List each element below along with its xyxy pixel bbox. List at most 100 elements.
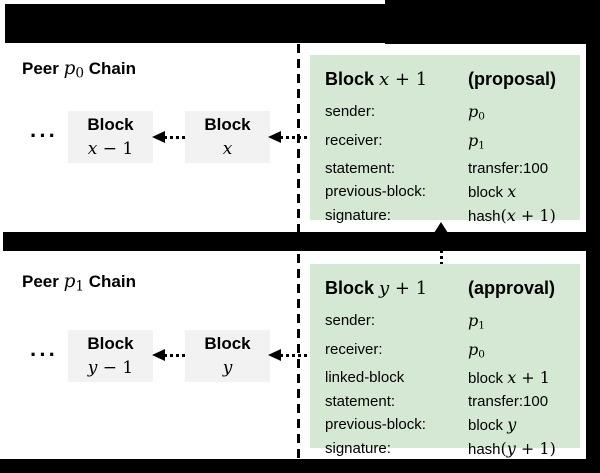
field-row: signature:hash(y + 1) bbox=[325, 437, 574, 461]
field-value: block x + 1 bbox=[468, 366, 574, 390]
field-value: transfer:100 bbox=[468, 390, 574, 413]
field-value: block y bbox=[468, 413, 574, 437]
text-segment: ( bbox=[500, 439, 507, 459]
text-segment: hash bbox=[468, 441, 501, 459]
text-segment: Block bbox=[325, 278, 380, 298]
chain-title-p1: Peer p1 Chain bbox=[22, 271, 136, 297]
top-right-black-patch bbox=[385, 0, 600, 44]
card-header: Block y + 1 (approval) bbox=[325, 277, 574, 300]
card-tag: (approval) bbox=[468, 278, 556, 298]
block-y-minus-1: Block y − 1 bbox=[68, 330, 153, 382]
block-label: Block bbox=[87, 115, 134, 134]
field-value: transfer:100 bbox=[468, 157, 574, 180]
text-segment: + 1 bbox=[389, 278, 428, 299]
field-label: sender: bbox=[325, 312, 376, 329]
chain-ellipsis: ··· bbox=[30, 342, 58, 367]
text-segment: p bbox=[63, 271, 76, 292]
field-value: hash(y + 1) bbox=[468, 437, 574, 461]
field-label: signature: bbox=[325, 207, 391, 225]
text-segment: Chain bbox=[84, 272, 136, 291]
field-row: statement: transfer:100 bbox=[325, 390, 574, 413]
text-segment: y bbox=[379, 278, 390, 299]
right-black-strip bbox=[586, 0, 600, 473]
field-row: linked-block block x + 1 bbox=[325, 366, 574, 390]
block-index: y bbox=[185, 356, 270, 380]
field-value: p0 bbox=[468, 338, 574, 367]
linked-block-arrow-up-icon bbox=[434, 222, 448, 233]
prev-link-arrow-icon bbox=[152, 131, 165, 143]
text-segment: y bbox=[507, 415, 517, 435]
middle-black-bar bbox=[3, 232, 600, 251]
prev-link-dotted-line bbox=[164, 354, 185, 357]
block-x: Block x bbox=[185, 111, 270, 163]
field-label: sender: bbox=[325, 103, 376, 120]
prev-link-dotted-line bbox=[280, 136, 308, 139]
field-row: statement: transfer:100 bbox=[325, 157, 574, 180]
text-segment: 1 bbox=[75, 278, 85, 295]
field-value: p1 bbox=[468, 129, 574, 158]
field-value: p0 bbox=[468, 100, 574, 129]
prev-link-dotted-line bbox=[164, 136, 185, 139]
text-segment: transfer:100 bbox=[468, 393, 549, 411]
text-segment: y bbox=[506, 439, 516, 459]
dashed-divider-line bbox=[297, 44, 300, 458]
field-label: receiver: bbox=[325, 131, 383, 149]
field-value: p1 bbox=[468, 309, 574, 338]
field-row: signature: hash(x + 1) bbox=[325, 204, 574, 228]
text-segment: p bbox=[468, 339, 479, 359]
text-segment: 1 bbox=[478, 319, 485, 332]
block-index: x − 1 bbox=[68, 137, 153, 161]
text-segment: p bbox=[468, 130, 479, 150]
bottom-black-bar bbox=[0, 459, 600, 473]
block-label: Block bbox=[204, 334, 251, 353]
text-segment: x bbox=[506, 206, 516, 226]
field-label: statement: bbox=[325, 160, 396, 178]
text-segment: + 1) bbox=[515, 206, 556, 226]
text-segment: block bbox=[468, 184, 508, 202]
text-segment: x bbox=[379, 69, 390, 90]
field-label: previous-block: bbox=[325, 183, 426, 201]
text-segment: x bbox=[507, 368, 517, 388]
text-segment: + 1 bbox=[389, 69, 428, 90]
text-segment: hash bbox=[468, 208, 501, 226]
text-segment: Peer bbox=[22, 272, 64, 291]
prev-link-dotted-line bbox=[280, 354, 308, 357]
text-segment: Peer bbox=[22, 59, 64, 78]
chain-ellipsis: ··· bbox=[30, 123, 58, 148]
field-value: hash(x + 1) bbox=[468, 204, 574, 228]
field-row: receiver:p0 bbox=[325, 338, 574, 367]
block-y: Block y bbox=[185, 330, 270, 382]
block-label: Block bbox=[87, 334, 134, 353]
block-index: x bbox=[185, 137, 270, 161]
prev-link-arrow-icon bbox=[268, 349, 281, 361]
card-header: Block x + 1 (proposal) bbox=[325, 68, 574, 91]
text-segment: block bbox=[468, 370, 508, 388]
prev-link-arrow-icon bbox=[268, 131, 281, 143]
text-segment: 0 bbox=[75, 65, 85, 82]
card-title: Block y + 1 bbox=[325, 277, 468, 300]
field-row: sender: p1 bbox=[325, 309, 574, 338]
field-row: sender: p0 bbox=[325, 100, 574, 129]
text-segment: x bbox=[507, 182, 517, 202]
text-segment: 0 bbox=[478, 348, 485, 361]
text-segment: y bbox=[222, 358, 233, 378]
text-segment: 0 bbox=[478, 110, 485, 123]
block-x-minus-1: Block x − 1 bbox=[68, 111, 153, 163]
prev-link-arrow-icon bbox=[152, 349, 165, 361]
text-segment: p bbox=[63, 58, 76, 79]
text-segment: x bbox=[222, 139, 233, 159]
field-row: receiver: p1 bbox=[325, 129, 574, 158]
field-label: linked-block bbox=[325, 369, 405, 387]
card-tag: (proposal) bbox=[468, 69, 556, 89]
text-segment: Block bbox=[325, 69, 380, 89]
text-segment: transfer:100 bbox=[468, 160, 549, 178]
field-label: statement: bbox=[325, 393, 396, 411]
field-row: previous-block:block y bbox=[325, 413, 574, 437]
chain-title-p0: Peer p0 Chain bbox=[22, 58, 136, 84]
text-segment: x bbox=[87, 139, 98, 159]
